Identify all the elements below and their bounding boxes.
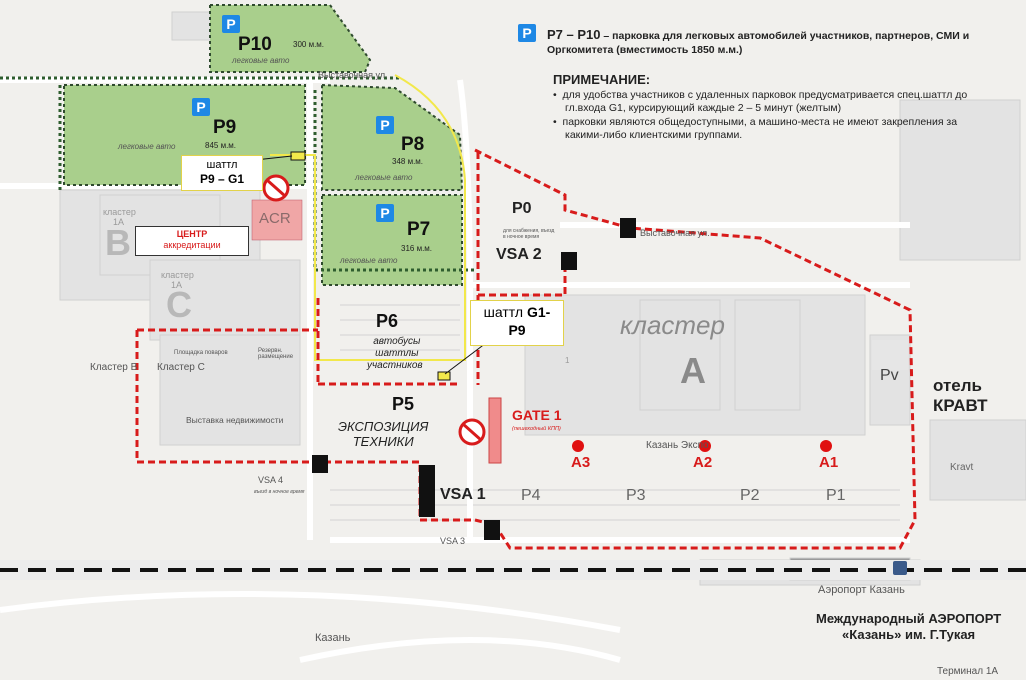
accreditation-center-line1: ЦЕНТР <box>176 229 208 239</box>
p10-parking-icon: P <box>222 15 240 33</box>
kravt-map-label: Kravt <box>950 462 974 473</box>
kluster-s-label: Кластер С <box>157 362 205 373</box>
legend-title-range: P7 – P10 <box>547 27 601 42</box>
hotel-label-line2: КРАВТ <box>933 396 988 415</box>
p8-label[interactable]: P8 <box>401 134 425 155</box>
airport-station-label: Аэропорт Казань <box>818 584 905 596</box>
shuttle-g1-p9-line2: P9 <box>508 322 526 338</box>
cluster-a-letter: А <box>680 350 706 391</box>
shuttle-p9-g1-line1: шаттл <box>206 159 238 171</box>
p6-sub-line2: шаттлы <box>375 348 419 359</box>
p0-label[interactable]: P0 <box>512 200 532 217</box>
vsa2-label[interactable]: VSA 2 <box>496 246 542 263</box>
kazan-expo-label: Казань Экспо <box>646 440 709 451</box>
legend-note-1-line2: гл.входа G1, курсирующий каждые 2 – 5 ми… <box>565 102 842 114</box>
shuttle-g1-p9-line1b: G1- <box>526 304 551 320</box>
p4-label[interactable]: P4 <box>521 487 541 504</box>
a1-label[interactable]: A1 <box>819 454 839 471</box>
legend-note-heading: ПРИМЕЧАНИЕ: <box>553 72 651 87</box>
vsa3-label[interactable]: VSA 3 <box>440 536 466 546</box>
shuttle-p9-g1-box[interactable]: шаттл P9 – G1 <box>181 155 263 191</box>
p5-sub: ЭКСПОЗИЦИЯ ТЕХНИКИ <box>338 419 428 449</box>
a2-label[interactable]: A2 <box>693 454 713 471</box>
p6-label[interactable]: P6 <box>376 311 399 331</box>
legend-parking-icon: P <box>518 24 536 42</box>
p10-capacity: 300 м.м. <box>293 40 325 49</box>
gate1-sub: (пешеходный КПП) <box>512 426 561 432</box>
p7-sub: легковые авто <box>340 256 398 265</box>
airport-title-line1: Международный АЭРОПОРТ <box>816 611 1002 626</box>
p9-parking-icon: P <box>192 98 210 116</box>
p7-capacity: 316 м.м. <box>401 244 433 253</box>
kluster-v-label: Кластер В <box>90 362 138 373</box>
p6-sub: автобусы шаттлы участников <box>367 336 423 372</box>
p10-label[interactable]: P10 <box>238 34 272 55</box>
p2-label[interactable]: P2 <box>740 487 760 504</box>
cluster-c-letter: C <box>166 284 192 325</box>
p5-sub-line1: ЭКСПОЗИЦИЯ <box>338 419 429 434</box>
p7-parking-icon: P <box>376 204 394 222</box>
realty-label: Выставка недвижимости <box>186 415 284 425</box>
airport-title: Международный АЭРОПОРТ «Казань» им. Г.Ту… <box>816 611 1001 643</box>
vsa4-label[interactable]: VSA 4 <box>258 475 284 485</box>
p1-label[interactable]: P1 <box>826 487 846 504</box>
p0-sub: для снабжения, въезд в ночное время <box>503 228 555 240</box>
legend-title: P7 – P10 – парковка для легковых автомоб… <box>547 27 969 42</box>
p8-parking-icon: P <box>376 116 394 134</box>
kazan-map-label: Казань <box>315 632 351 644</box>
p3-label[interactable]: P3 <box>626 487 646 504</box>
exhibition-street-top-label: Выставочная ул. <box>318 70 388 80</box>
p9-label[interactable]: P9 <box>213 117 237 138</box>
hall-number: 1 <box>565 356 570 365</box>
cluster-a-word: кластер <box>620 310 725 340</box>
p8-sub: легковые авто <box>355 173 413 182</box>
p5-label[interactable]: P5 <box>392 394 415 414</box>
vsa1-label[interactable]: VSA 1 <box>440 486 486 503</box>
p9-sub: легковые авто <box>118 142 176 151</box>
acr-label[interactable]: ACR <box>259 210 291 227</box>
legend-title-line2: Оргкомитета (вместимость 1850 м.м.) <box>547 44 743 56</box>
accreditation-center-line2: аккредитации <box>163 240 221 250</box>
p10-sub: легковые авто <box>232 56 290 65</box>
hotel-label-line1: отель <box>933 376 982 395</box>
legend-note-1: • для удобства участников с удаленных па… <box>553 89 968 114</box>
p6-sub-line3: участников <box>367 360 423 371</box>
accreditation-center-box[interactable]: ЦЕНТР аккредитации <box>135 226 249 256</box>
cluster-b-letter: B <box>105 222 131 263</box>
exhibition-street-label: Выставочная ул. <box>640 228 710 238</box>
legend-title-rest: – парковка для легковых автомобилей учас… <box>600 30 970 42</box>
shuttle-g1-p9-line1a: шаттл <box>483 304 527 320</box>
pv-label[interactable]: Pv <box>880 367 899 384</box>
legend-note-2: • парковки являются общедоступными, а ма… <box>553 116 958 141</box>
legend-note-2-line2: какими-либо клиентскими группами. <box>565 129 743 141</box>
p8-capacity: 348 м.м. <box>392 157 424 166</box>
p7-label[interactable]: P7 <box>407 219 431 240</box>
terminal-label: Терминал 1А <box>937 666 999 677</box>
airport-title-line2: «Казань» им. Г.Тукая <box>842 627 976 642</box>
reserve-label: Резервн. размещение <box>258 348 294 360</box>
shuttle-p9-g1-line2: P9 – G1 <box>199 172 245 186</box>
p6-sub-line1: автобусы <box>373 336 421 347</box>
legend-note-2-line1: парковки являются общедоступными, а маши… <box>562 116 958 128</box>
p9-capacity: 845 м.м. <box>205 141 237 150</box>
p5-sub-line2: ТЕХНИКИ <box>352 434 414 449</box>
gate1-label[interactable]: GATE 1 <box>512 407 562 423</box>
vsa4-sub: въезд в ночное время <box>254 489 305 495</box>
legend-note-1-line1: для удобства участников с удаленных парк… <box>562 89 968 101</box>
hotel-label: отель КРАВТ <box>933 376 988 416</box>
cooks-label: Площадка поваров <box>174 350 228 356</box>
a3-label[interactable]: A3 <box>571 454 591 471</box>
shuttle-g1-p9-box[interactable]: шаттл G1- P9 <box>470 300 564 346</box>
